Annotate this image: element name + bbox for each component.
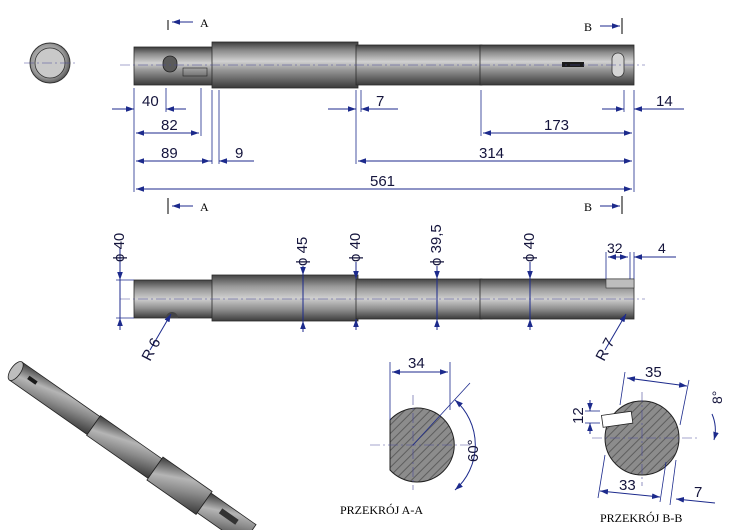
dim-9: 9 xyxy=(235,145,243,162)
dim-89: 89 xyxy=(161,145,178,162)
dia-40-left: ϕ 40 xyxy=(111,233,128,262)
section-mark-a-top: A xyxy=(167,16,209,30)
shaft-top-view xyxy=(120,41,645,89)
section-b-b: 35 12 8° 33 7 PRZEKRÓJ B-B xyxy=(570,364,725,525)
dim-561: 561 xyxy=(370,173,395,190)
dia-40-mid: ϕ 40 xyxy=(347,233,364,262)
dia-39-5: ϕ 39,5 xyxy=(428,224,445,266)
dim-173: 173 xyxy=(544,117,569,134)
dim-35: 35 xyxy=(645,364,662,381)
isometric-view xyxy=(7,361,257,530)
dim-33: 33 xyxy=(619,477,636,494)
section-b-label-bottom: B xyxy=(584,200,592,214)
section-mark-b-bottom: B xyxy=(584,196,623,214)
section-mark-a-bottom: A xyxy=(167,198,209,214)
dia-45: ϕ 45 xyxy=(294,237,311,266)
dia-40-right: ϕ 40 xyxy=(521,233,538,262)
dim-32: 32 xyxy=(607,240,623,256)
section-b-caption: PRZEKRÓJ B-B xyxy=(600,511,682,525)
radius-6: R 6 xyxy=(139,335,165,364)
dim-40: 40 xyxy=(142,93,159,110)
dim-7: 7 xyxy=(376,93,384,110)
section-a-label-bottom: A xyxy=(200,200,209,214)
section-b-label-top: B xyxy=(584,20,592,34)
dim-14: 14 xyxy=(656,93,673,110)
dim-7-b: 7 xyxy=(694,484,702,501)
dim-4: 4 xyxy=(658,240,666,256)
shaft-side-view xyxy=(120,274,645,322)
dim-314: 314 xyxy=(479,145,504,162)
angle-8: 8° xyxy=(709,391,725,404)
top-dimensions: 40 82 89 9 7 173 14 314 561 xyxy=(112,88,684,192)
dim-82: 82 xyxy=(161,117,178,134)
angle-60: 60° xyxy=(465,439,482,462)
section-mark-b-top: B xyxy=(584,18,623,34)
section-a-label-top: A xyxy=(200,16,209,30)
radius-7: R 7 xyxy=(593,335,619,364)
end-view xyxy=(24,42,76,84)
section-a-a: 34 60° PRZEKRÓJ A-A xyxy=(340,355,482,517)
dim-34: 34 xyxy=(408,355,425,372)
dim-12: 12 xyxy=(570,407,587,424)
section-a-caption: PRZEKRÓJ A-A xyxy=(340,503,423,517)
